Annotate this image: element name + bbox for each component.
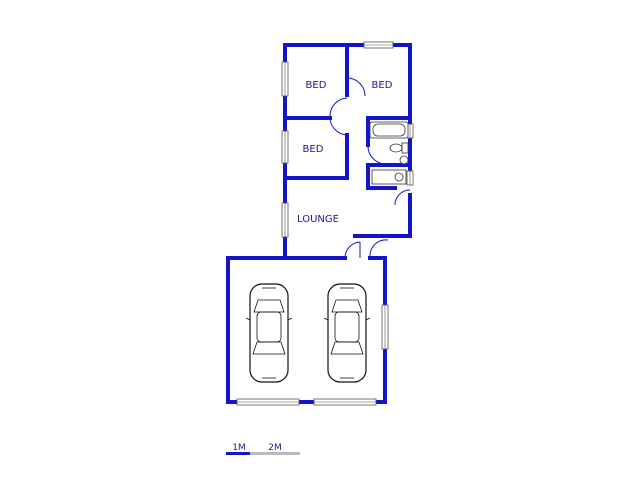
doors bbox=[329, 77, 411, 259]
room-label-lounge: LOUNGE bbox=[297, 214, 339, 225]
basin bbox=[399, 155, 409, 165]
window-bed-2 bbox=[363, 41, 394, 49]
room-label-bed-1: BED bbox=[306, 80, 327, 91]
bathtub bbox=[369, 121, 409, 139]
car-left bbox=[245, 283, 293, 383]
toilet bbox=[389, 142, 409, 154]
vanity bbox=[371, 169, 407, 185]
scale-label-2m: 2M bbox=[268, 443, 282, 453]
window-bed-1 bbox=[281, 61, 289, 97]
car-right bbox=[323, 283, 371, 383]
scale-segment-2 bbox=[250, 452, 300, 455]
window-garage-side bbox=[381, 304, 389, 350]
window-bathroom-2 bbox=[406, 170, 414, 186]
room-label-bed-3: BED bbox=[303, 144, 324, 155]
bathroom-fixtures bbox=[369, 121, 409, 185]
garage-door-1 bbox=[236, 398, 300, 406]
door-garage-outside bbox=[369, 239, 389, 257]
windows bbox=[236, 41, 414, 406]
scale-segment-1 bbox=[226, 452, 250, 455]
room-label-bed-2: BED bbox=[372, 80, 393, 91]
door-bathroom bbox=[367, 144, 387, 165]
scale-label-1m: 1M bbox=[232, 443, 246, 453]
garage-door-2 bbox=[313, 398, 377, 406]
door-side bbox=[394, 189, 411, 206]
window-lounge bbox=[281, 202, 289, 238]
door-bed-2 bbox=[346, 77, 366, 97]
door-bed-1-3 bbox=[329, 97, 348, 136]
window-bed-3 bbox=[281, 130, 289, 164]
door-garage-lounge bbox=[344, 241, 361, 259]
scale-bar: 1M 2M bbox=[226, 443, 300, 455]
